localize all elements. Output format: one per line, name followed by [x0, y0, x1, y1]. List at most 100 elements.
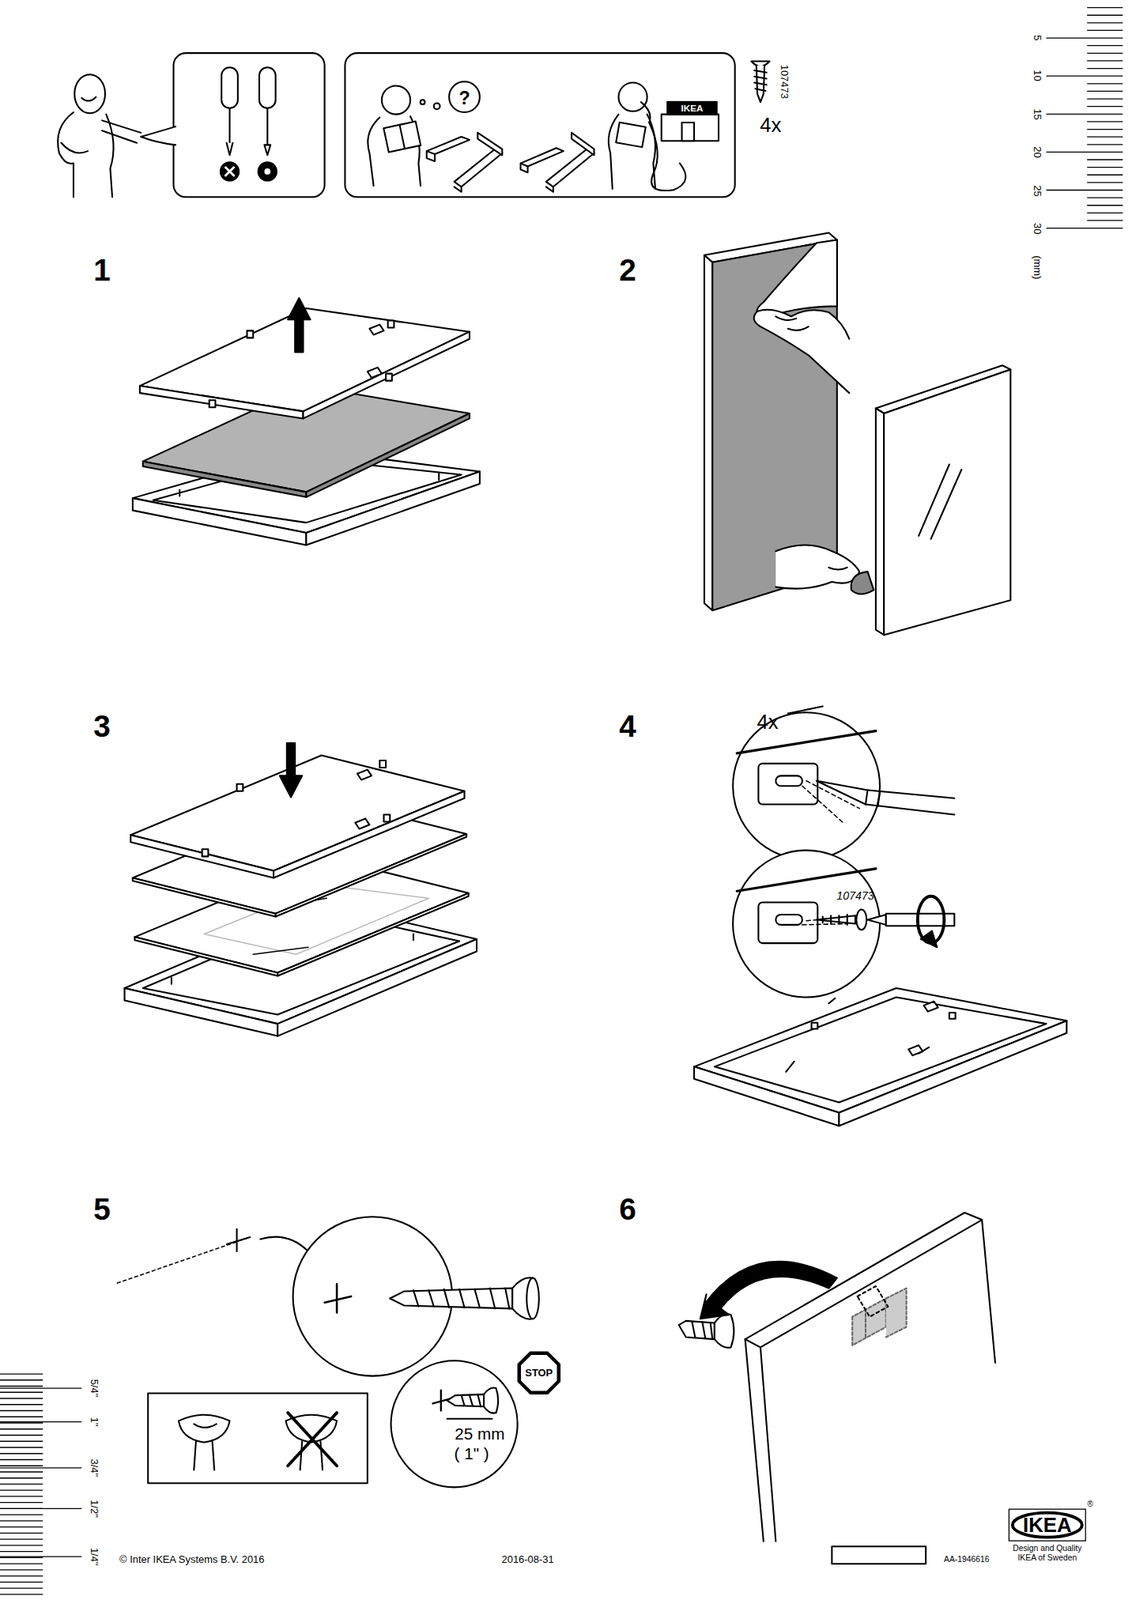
- tagline: Design and Quality IKEA of Sweden: [1004, 1543, 1091, 1563]
- ruler-tick: [0, 1490, 43, 1491]
- ruler-value: 3/4": [88, 1459, 99, 1478]
- tool-pictogram-part: [57, 112, 114, 197]
- ruler-tick: [0, 1544, 43, 1546]
- ruler-tick: [1086, 174, 1123, 176]
- ruler-tick: [0, 1452, 43, 1454]
- copyright: © Inter IKEA Systems B.V. 2016: [119, 1554, 265, 1566]
- ruler-tick: [1046, 37, 1124, 38]
- step6-hanging: [679, 1212, 996, 1542]
- step-number: 1: [93, 255, 111, 287]
- ruler-tick: [1086, 83, 1123, 84]
- help-pictogram-part: [615, 122, 646, 148]
- step4-hanger-part: [816, 781, 868, 805]
- help-pictogram-part: [454, 149, 503, 193]
- step1-layers-part: [143, 461, 307, 498]
- help-pictogram: [344, 52, 735, 197]
- help-pictogram-part: [383, 121, 421, 153]
- step5-wall-screw-part: [391, 1360, 518, 1487]
- ruler-tick: [0, 1410, 43, 1412]
- footer-box-part: [831, 1546, 926, 1564]
- ruler-tick: [1086, 212, 1123, 214]
- ruler-tick: [0, 1539, 43, 1540]
- ruler-value: 5: [1031, 34, 1042, 41]
- ruler-tick: [1046, 189, 1124, 191]
- step5-wall-screw-part: [447, 1418, 493, 1420]
- step2-panels-part: [775, 545, 860, 589]
- step1-layers: [132, 298, 480, 545]
- ruler-tick: [1086, 219, 1123, 221]
- ruler-tick: [0, 1526, 43, 1528]
- ruler-tick: [1046, 227, 1124, 229]
- step2-panels-part: [883, 369, 1011, 635]
- step6-hanging-part: [745, 1212, 996, 1363]
- step5-wall-screw-part: [526, 1278, 539, 1320]
- ruler-tick: [1086, 45, 1123, 46]
- help-pictogram-part: [449, 81, 480, 113]
- step1-layers-part: [385, 373, 393, 382]
- step3-layers-part: [277, 893, 468, 977]
- ruler-tick: [0, 1392, 43, 1393]
- dimension: 25 mm: [454, 1426, 505, 1443]
- step4-hanger: [694, 706, 1067, 1127]
- step5-wall-screw-part: [287, 1412, 337, 1466]
- ruler-value: 30: [1031, 222, 1042, 234]
- help-pictogram-part: [426, 136, 470, 162]
- step4-hanger-part: [736, 731, 876, 754]
- document-code: AA-1946616: [943, 1555, 989, 1564]
- ruler-tick: [0, 1403, 43, 1405]
- step6-hanging-part: [857, 1286, 889, 1317]
- step4-hanger-part: [736, 868, 876, 891]
- octagon-outline: [517, 1350, 562, 1395]
- step4-hanger-part: [865, 789, 955, 815]
- ruler-tick: [0, 1575, 43, 1577]
- step3-layers-part: [202, 849, 209, 857]
- ruler-tick: [0, 1422, 43, 1423]
- ruler-value: 1": [88, 1417, 99, 1427]
- footer-box: [831, 1546, 926, 1564]
- ruler-tick: [0, 1397, 43, 1399]
- step4-hanger-part: [908, 1001, 938, 1056]
- step4-hanger-part: [775, 914, 803, 925]
- step2-panels: [704, 232, 1011, 635]
- step-number: 3: [93, 711, 111, 743]
- step3-layers-part: [379, 760, 386, 768]
- ruler-tick: [0, 1465, 43, 1467]
- step2-panels-part: [931, 469, 963, 540]
- step2-panels-part: [875, 408, 884, 636]
- help-pictogram-part: [571, 132, 594, 155]
- help-pictogram-part: [618, 83, 647, 112]
- ruler-tick: [1086, 204, 1123, 206]
- tool-pictogram-part: [225, 167, 234, 176]
- ruler-tick: [0, 1373, 43, 1374]
- tool-pictogram-part: [140, 126, 176, 145]
- ruler-tick: [0, 1495, 43, 1497]
- ruler-tick: [0, 1483, 43, 1485]
- quantity: 4x: [756, 711, 778, 733]
- step3-layers-part: [279, 743, 302, 797]
- step3-layers-part: [412, 933, 415, 940]
- screw-icon: [750, 60, 770, 102]
- help-pictogram-part: [420, 99, 426, 105]
- step2-panels-part: [704, 255, 713, 611]
- ruler-tick: [0, 1557, 43, 1559]
- ruler-tick: [1086, 67, 1123, 69]
- step-number: 4: [618, 711, 637, 743]
- step5-wall-screw-part: [193, 1441, 215, 1470]
- step2-panels-part: [851, 571, 875, 594]
- step-number: 6: [618, 1194, 637, 1226]
- part-number: 107473: [836, 890, 874, 902]
- step6-hanging-part: [679, 1320, 715, 1340]
- stop-sign: STOP: [516, 1350, 562, 1396]
- step3-layers-part: [237, 784, 244, 792]
- store-sign: IKEA: [666, 101, 718, 116]
- step4-hanger-part: [920, 931, 938, 948]
- ruler-tick: [0, 1467, 82, 1468]
- step-number: 2: [618, 255, 637, 287]
- ruler-tick: [0, 1532, 43, 1534]
- quantity: 4x: [759, 114, 782, 136]
- tool-pictogram-part: [221, 67, 238, 109]
- step6-hanging-part: [852, 1298, 887, 1345]
- tool-pictogram-part: [226, 143, 234, 155]
- step6-hanging-part: [691, 1321, 713, 1340]
